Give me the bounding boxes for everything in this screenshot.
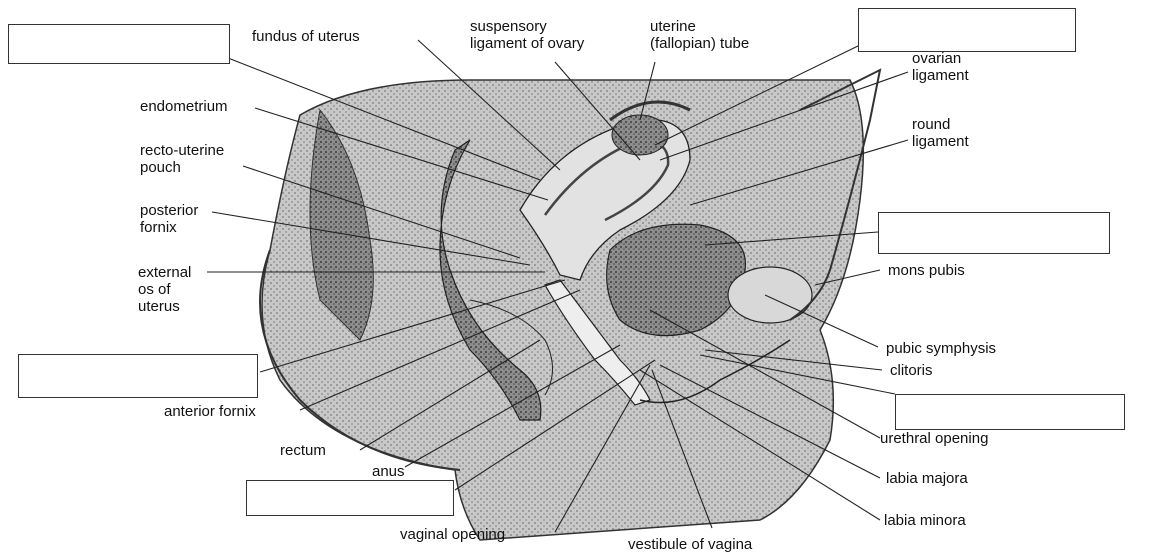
label-anterior-fornix: anterior fornix [164,403,256,420]
label-urethral-opening: urethral opening [880,430,988,447]
label-posterior-fornix: posterior fornix [140,202,198,236]
label-vestibule-of-vagina: vestibule of vagina [628,536,752,553]
ovary-shape [612,115,668,155]
label-anus: anus [372,463,405,480]
label-pubic-symphysis: pubic symphysis [886,340,996,357]
blank-box-bottom[interactable] [246,480,454,516]
label-suspensory-ligament: suspensory ligament of ovary [470,18,584,52]
blank-box-bladder[interactable] [878,212,1110,254]
label-external-os: external os of uterus [138,264,191,315]
blank-box-top-left[interactable] [8,24,230,64]
label-rectum: rectum [280,442,326,459]
pubic-bone [728,267,812,323]
label-fundus-of-uterus: fundus of uterus [252,28,360,45]
label-ovarian-ligament: ovarian ligament [912,50,969,84]
blank-box-top-right[interactable] [858,8,1076,52]
label-endometrium: endometrium [140,98,228,115]
blank-box-left-mid[interactable] [18,354,258,398]
label-uterine-tube: uterine (fallopian) tube [650,18,749,52]
label-labia-minora: labia minora [884,512,966,529]
label-mons-pubis: mons pubis [888,262,965,279]
label-labia-majora: labia majora [886,470,968,487]
blank-box-urethra[interactable] [895,394,1125,430]
label-round-ligament: round ligament [912,116,969,150]
label-recto-uterine-pouch: recto-uterine pouch [140,142,224,176]
label-vaginal-opening: vaginal opening [400,526,505,543]
label-clitoris: clitoris [890,362,933,379]
